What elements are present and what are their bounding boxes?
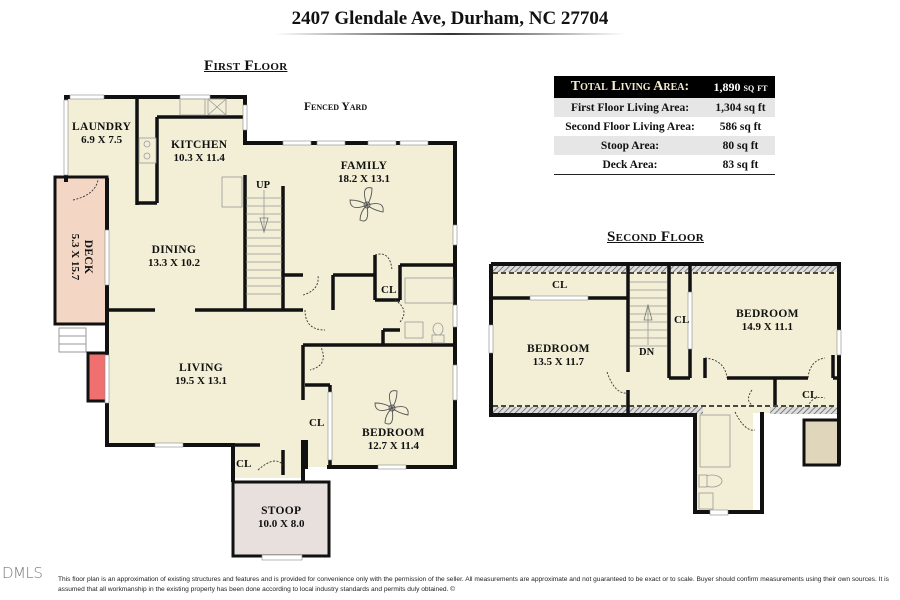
stair-down-label: DN [639, 347, 655, 358]
room-name: DECK [82, 239, 94, 275]
room-name: BEDROOM [736, 308, 799, 320]
room-family: FAMILY 18.2 X 13.1 [338, 160, 390, 186]
room-stoop: STOOP 10.0 X 8.0 [258, 505, 304, 531]
fenced-yard-label: Fenced Yard [304, 101, 368, 113]
summary-label: Stoop Area: [600, 139, 660, 152]
summary-label: Total Living Area: [570, 79, 690, 94]
summary-label: Second Floor Living Area: [565, 120, 695, 133]
second-floor-plan [488, 262, 842, 516]
room-laundry: LAUNDRY 6.9 X 7.5 [72, 121, 131, 147]
title-divider [275, 33, 625, 35]
room-bedroom-3: BEDROOM 14.9 X 11.1 [736, 308, 799, 334]
room-dims: 10.3 X 11.4 [173, 152, 225, 164]
summary-row-first-floor: First Floor Living Area: 1,304 sq ft [554, 98, 775, 117]
closet-label: CL [552, 279, 568, 291]
room-kitchen: KITCHEN 10.3 X 11.4 [171, 139, 227, 165]
area-summary-table: Total Living Area: 1,890 sq ft First Flo… [554, 76, 775, 175]
first-floor-plan [53, 94, 458, 561]
room-living: LIVING 19.5 X 13.1 [175, 362, 227, 388]
room-name: LIVING [178, 362, 223, 374]
room-bedroom-1: BEDROOM 12.7 X 11.4 [362, 427, 425, 453]
page-title: 2407 Glendale Ave, Durham, NC 27704 [291, 8, 609, 29]
closet-label: CL [802, 389, 818, 401]
room-bedroom-2: BEDROOM 13.5 X 11.7 [527, 343, 590, 369]
room-dims: 5.3 X 15.7 [69, 233, 81, 281]
room-name: KITCHEN [171, 139, 228, 151]
room-dims: 13.3 X 10.2 [148, 257, 200, 269]
room-dims: 6.9 X 7.5 [81, 134, 123, 146]
room-name: BEDROOM [362, 427, 425, 439]
closet-label: CL [381, 284, 397, 296]
stair-up-label: UP [256, 180, 270, 191]
room-name: BEDROOM [527, 343, 590, 355]
summary-label: Deck Area: [602, 158, 658, 171]
room-dims: 12.7 X 11.4 [367, 440, 420, 452]
room-dims: 10.0 X 8.0 [258, 518, 305, 530]
summary-row-deck: Deck Area: 83 sq ft [554, 155, 775, 174]
room-name: STOOP [261, 505, 302, 517]
ceiling-fan-icon [349, 187, 409, 425]
summary-value: 83 sq ft [722, 158, 759, 171]
room-name: FAMILY [340, 160, 388, 172]
room-name: DINING [151, 244, 197, 256]
closet-label: CL [236, 458, 252, 470]
mls-logo: DMLS [2, 564, 43, 582]
closet-label: CL [309, 417, 325, 429]
summary-value: 586 sq ft [719, 120, 762, 133]
summary-row-stoop: Stoop Area: 80 sq ft [554, 136, 775, 155]
summary-value: 1,890 sq ft [713, 79, 768, 94]
room-name: LAUNDRY [72, 121, 132, 133]
room-dining: DINING 13.3 X 10.2 [148, 244, 200, 270]
summary-value: 1,304 sq ft [715, 101, 766, 114]
room-dims: 19.5 X 13.1 [175, 375, 227, 387]
summary-value: 80 sq ft [722, 139, 759, 152]
second-floor-heading: Second Floor [607, 229, 704, 245]
room-dims: 18.2 X 13.1 [338, 173, 390, 185]
first-floor-heading: First Floor [204, 58, 288, 74]
disclaimer-text: This floor plan is an approximation of e… [58, 576, 889, 593]
room-deck: DECK 5.3 X 15.7 [68, 227, 94, 287]
summary-label: First Floor Living Area: [570, 101, 690, 114]
room-dims: 13.5 X 11.7 [532, 356, 585, 368]
closet-label: CL [674, 314, 690, 326]
summary-row-total: Total Living Area: 1,890 sq ft [554, 76, 775, 98]
room-dims: 14.9 X 11.1 [741, 321, 794, 333]
summary-row-second-floor: Second Floor Living Area: 586 sq ft [554, 117, 775, 136]
